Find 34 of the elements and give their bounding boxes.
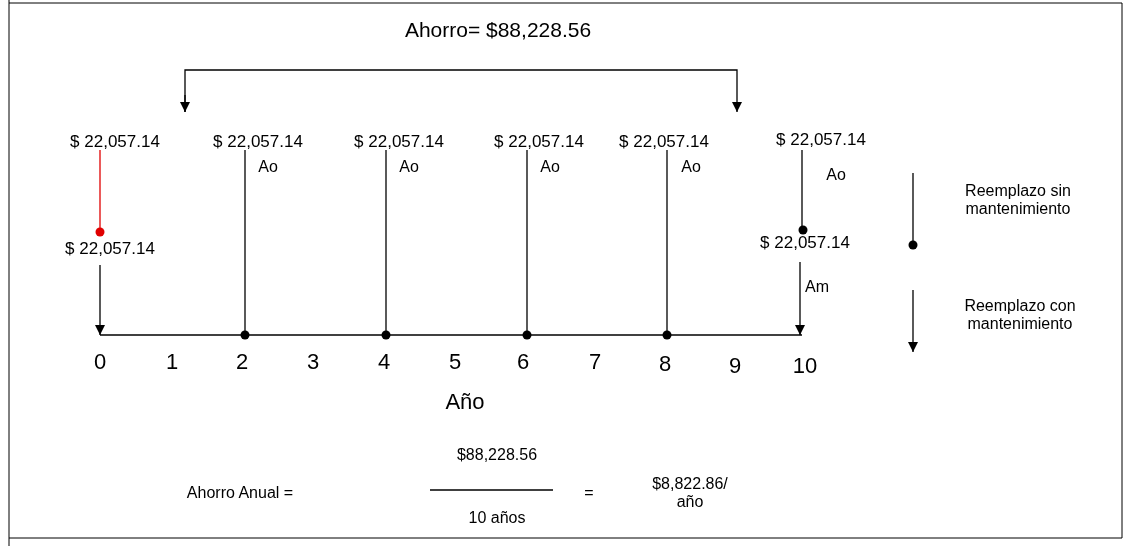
- year-number: 7: [588, 349, 602, 375]
- flow-label: Ao: [826, 165, 846, 185]
- year-number: 0: [93, 349, 107, 375]
- year-number: 3: [306, 349, 320, 375]
- year-number: 2: [235, 349, 249, 375]
- year-number: 9: [728, 353, 742, 379]
- amount-label: $ 22,057.14: [776, 130, 866, 150]
- result-text: $8,822.86/ año: [651, 474, 729, 512]
- year-number: 6: [516, 349, 530, 375]
- numerator: $88,228.56: [456, 445, 538, 465]
- legend-label: Reemplazo con mantenimiento: [963, 296, 1077, 334]
- amount-label: $ 22,057.14: [494, 132, 584, 152]
- flow-label: Am: [805, 277, 829, 297]
- year-number: 8: [658, 351, 672, 377]
- amount-label: $ 22,057.14: [619, 132, 709, 152]
- axis-title: Año: [445, 389, 485, 415]
- legend-label: Reemplazo sin mantenimiento: [964, 181, 1072, 219]
- formula-text: =: [584, 483, 594, 503]
- year-number: 1: [165, 349, 179, 375]
- amount-label: $ 22,057.14: [213, 132, 303, 152]
- flow-label: Ao: [399, 157, 419, 177]
- flow-label: Ao: [540, 157, 560, 177]
- flow-label: Ao: [681, 157, 701, 177]
- heading: Ahorro= $88,228.56: [404, 17, 592, 43]
- flow-label: Ao: [258, 157, 278, 177]
- amount-label: $ 22,057.14: [354, 132, 444, 152]
- amount-label: $ 22,057.14: [70, 132, 160, 152]
- year-number: 10: [792, 353, 818, 379]
- amount-label: $ 22,057.14: [760, 233, 850, 253]
- formula-text: Ahorro Anual =: [186, 483, 294, 503]
- amount-label: $ 22,057.14: [65, 239, 155, 259]
- denominator: 10 años: [468, 508, 526, 528]
- year-number: 5: [448, 349, 462, 375]
- year-number: 4: [377, 349, 391, 375]
